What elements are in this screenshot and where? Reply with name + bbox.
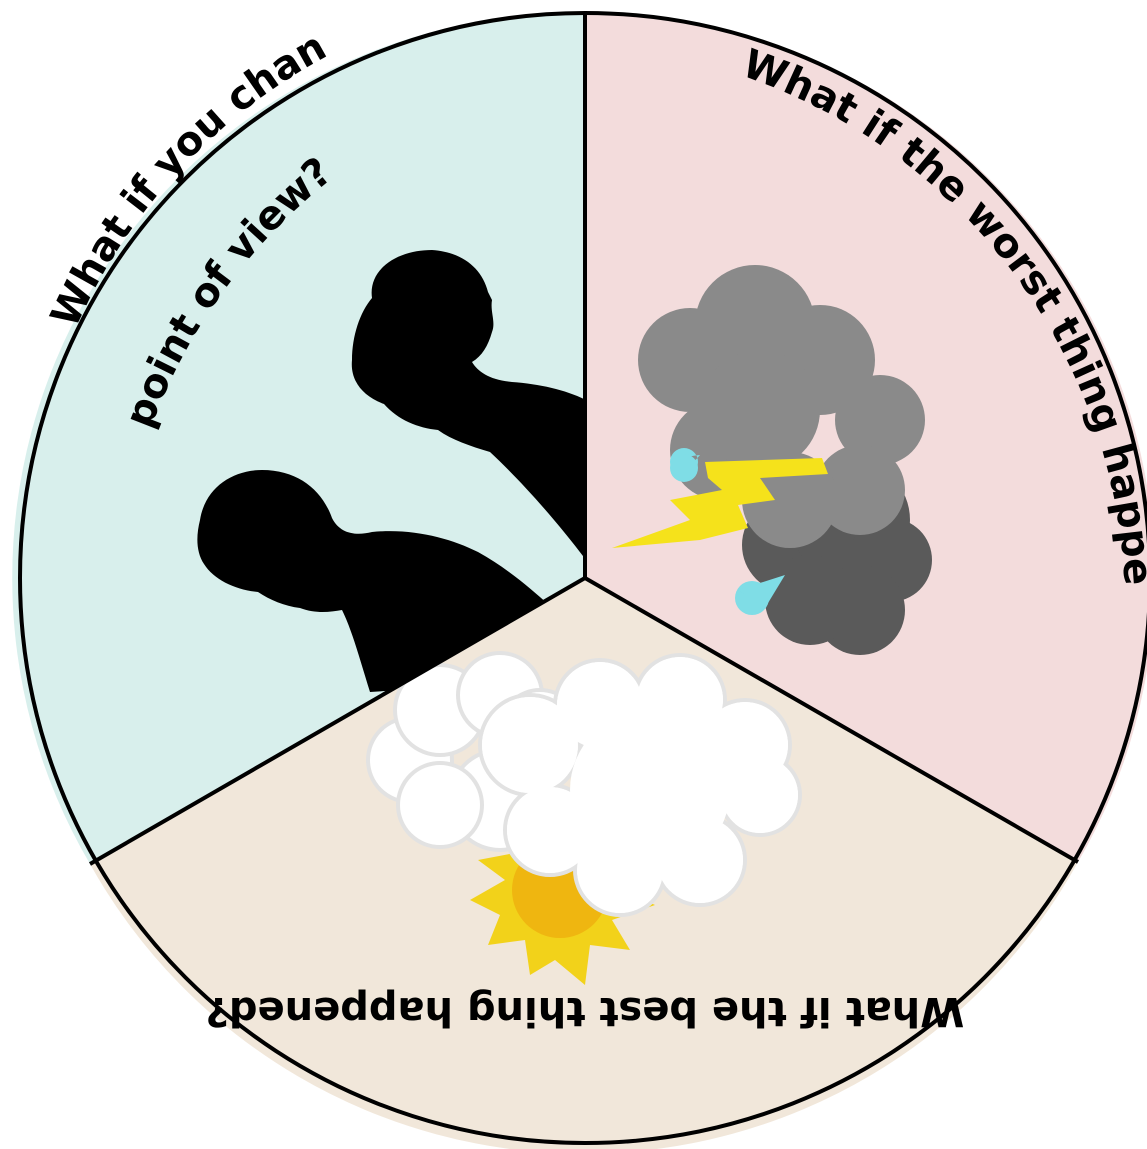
raindrop-small: [670, 454, 698, 482]
sector-best-label-wrap: What if the best thing happened?: [206, 988, 965, 1034]
best-label: What if the best thing happened?: [206, 988, 965, 1034]
